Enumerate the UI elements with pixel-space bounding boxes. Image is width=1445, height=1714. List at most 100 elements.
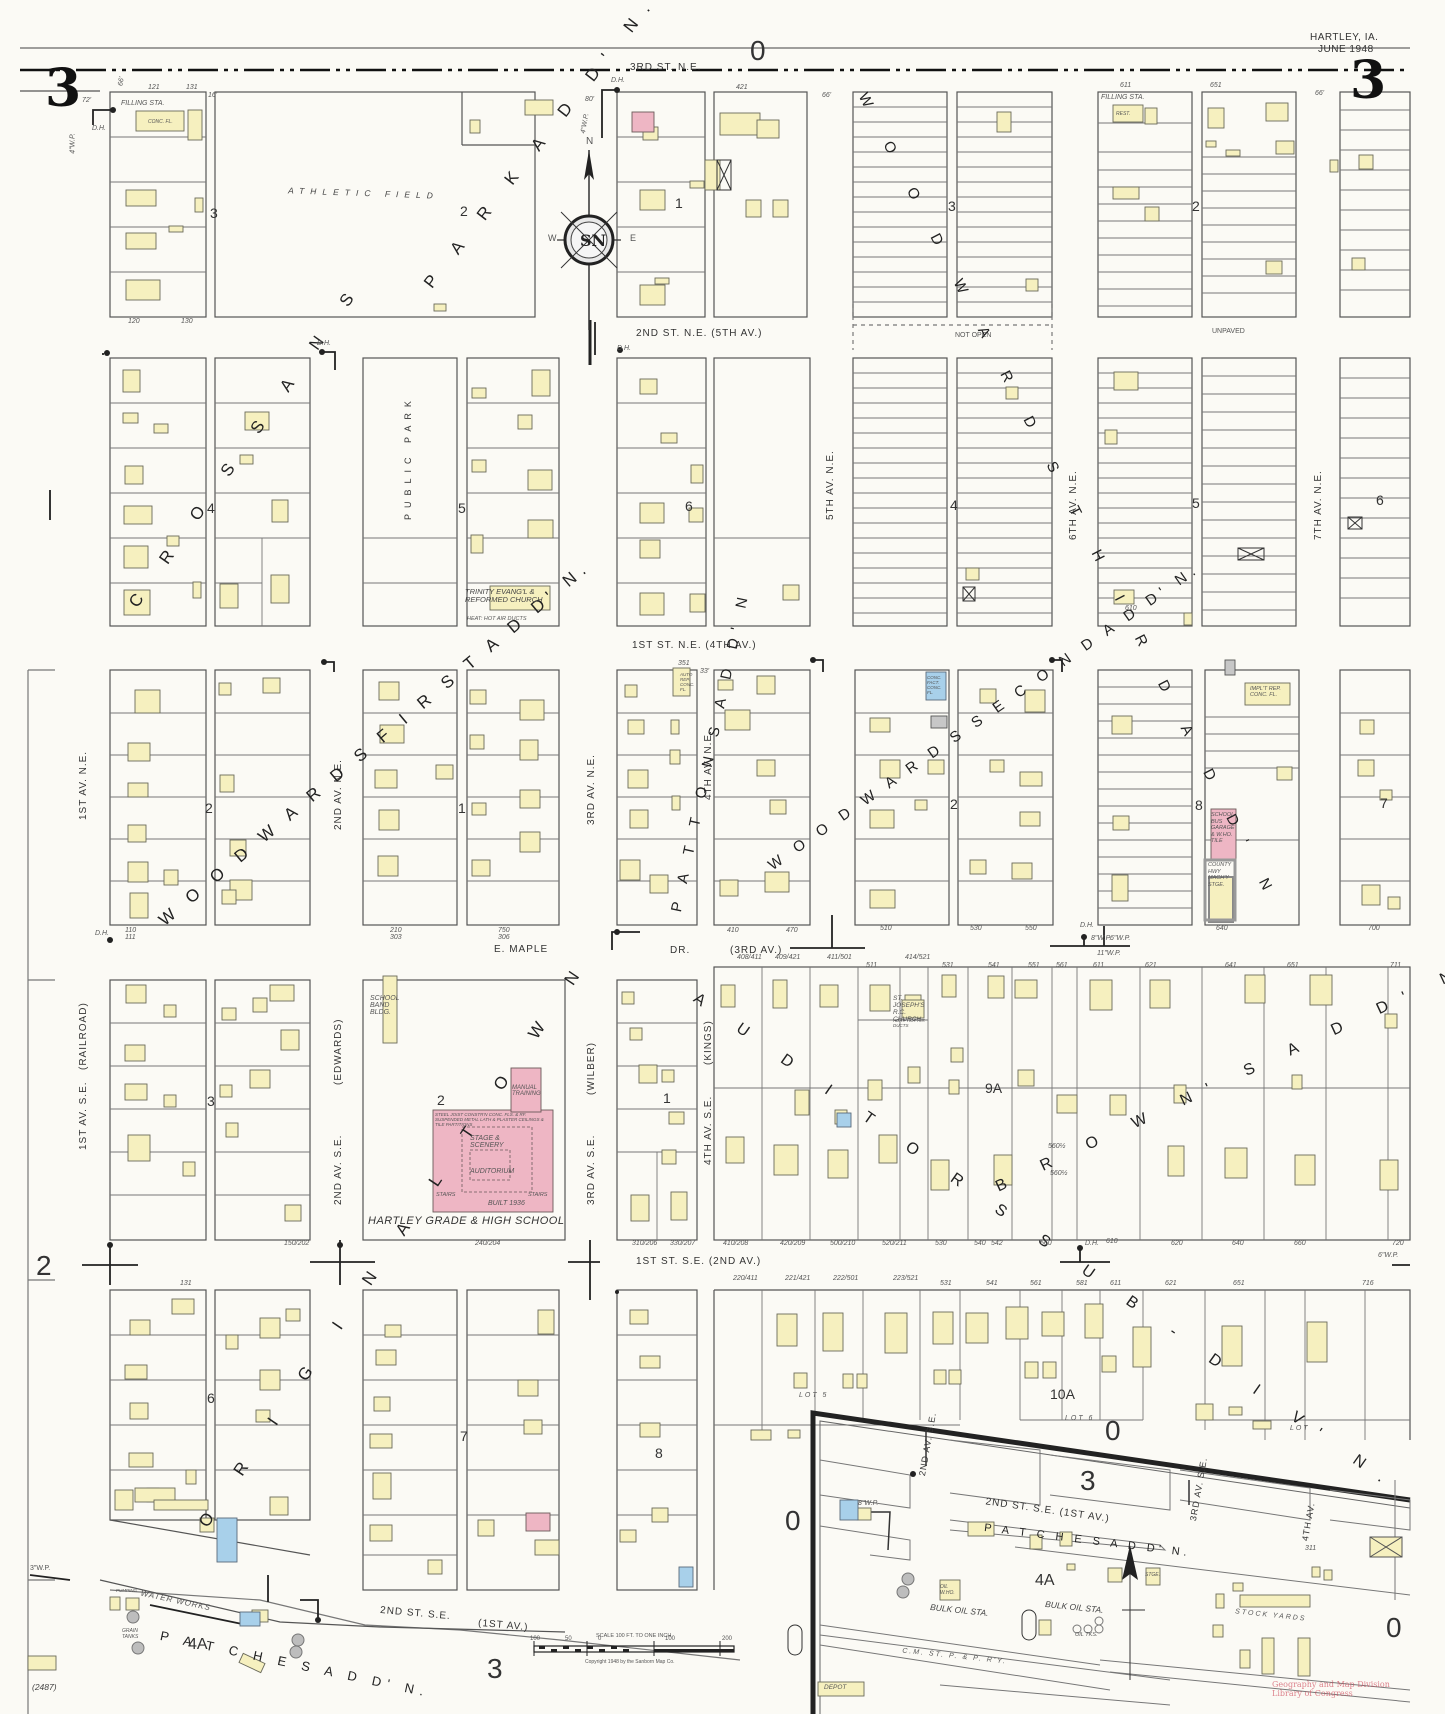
address-number: 611 bbox=[1110, 1280, 1122, 1287]
address-number: 541 bbox=[988, 962, 1000, 969]
landmark-st-josephs-note: HEAT: HOT AIR DUCTS bbox=[893, 1018, 925, 1028]
block-number: 7 bbox=[1380, 795, 1388, 811]
landmark-school-built: BUILT 1936 bbox=[488, 1200, 525, 1207]
copyright: Copyright 1948 by the Sanborn Map Co. bbox=[585, 1659, 675, 1665]
street-kings: (KINGS) bbox=[703, 1020, 714, 1065]
address-number: 651 bbox=[1210, 82, 1222, 89]
street-unpaved: UNPAVED bbox=[1212, 328, 1245, 335]
address-number: 621 bbox=[1165, 1280, 1177, 1287]
landmark-filling-sta-1: FILLING STA. bbox=[121, 100, 165, 107]
street-3rd-av-ne: 3RD AV. N.E. bbox=[586, 754, 597, 825]
adjacent-sheet-0-top: 0 bbox=[750, 35, 766, 66]
landmark-trinity-church: TRINITY EVANG'L & REFORMED CHURCH bbox=[465, 587, 543, 604]
hydrant-label: D.H. bbox=[92, 125, 106, 132]
water-main-label: 8"W.P. bbox=[858, 1500, 879, 1507]
adjacent-sheet-3-inset: 3 bbox=[1080, 1465, 1096, 1496]
street-width: 66' bbox=[822, 92, 832, 99]
landmark-lot: LOT bbox=[1290, 1425, 1310, 1432]
landmark-school: HARTLEY GRADE & HIGH SCHOOL bbox=[368, 1215, 565, 1227]
landmark-school-band: SCHOOL BAND BLDG. bbox=[370, 995, 400, 1016]
address-number: 310/206 bbox=[632, 1240, 658, 1247]
landmark-stairs-right: STAIRS bbox=[528, 1192, 548, 1198]
address-number: 410/208 bbox=[723, 1240, 749, 1247]
block-number: 2 bbox=[460, 203, 468, 219]
street-edwards: (EDWARDS) bbox=[333, 1018, 344, 1085]
landmark-implt-rep: IMPL'T REP. CONC. FL. bbox=[1250, 686, 1281, 698]
address-number: 221/421 bbox=[785, 1275, 811, 1282]
address-number: 651 bbox=[1233, 1280, 1245, 1287]
block-number: 3 bbox=[207, 1093, 215, 1109]
address-number: 511 bbox=[866, 962, 878, 969]
hydrant-label: D.H. bbox=[95, 930, 109, 937]
address-number: 510 bbox=[880, 925, 892, 932]
address-number: 551 bbox=[1028, 962, 1040, 969]
water-main-label: 3"W.P. bbox=[30, 1565, 51, 1572]
address-number: 409/421 bbox=[775, 954, 801, 961]
street-2nd-av-se: 2ND AV. S.E. bbox=[333, 1134, 344, 1205]
street-1st-st-se: 1ST ST. S.E. (2ND AV.) bbox=[636, 1256, 762, 1267]
block-number: 4A bbox=[1035, 1572, 1055, 1589]
address-number: 420/209 bbox=[780, 1240, 806, 1247]
water-main-label: 8"W.P. bbox=[1091, 935, 1112, 942]
street-3rd-av-paren: (3RD AV.) bbox=[730, 945, 783, 956]
street-5th-av-ne: 5TH AV. N.E. bbox=[825, 450, 836, 520]
address-number: 621 bbox=[1145, 962, 1157, 969]
address-number: 716 bbox=[1362, 1280, 1374, 1287]
block-number: 5 bbox=[458, 500, 466, 516]
hydrant-label: D.H. bbox=[611, 77, 625, 84]
street-1st-av-ne: 1ST AV. N.E. bbox=[78, 750, 89, 820]
block-number: 6 bbox=[1376, 492, 1384, 508]
hydrant-label: D.H. bbox=[1085, 1240, 1099, 1247]
catalog-id: (2487) bbox=[32, 1682, 57, 1692]
landmark-conc-fact: CONC. FACT. CONC. FL. bbox=[927, 675, 942, 695]
compass-west-label: W bbox=[548, 233, 557, 243]
address-number: 641 bbox=[1225, 962, 1237, 969]
address-number: 581 bbox=[1076, 1280, 1088, 1287]
scale-tick: 0 bbox=[598, 1636, 602, 1642]
street-width: 33' bbox=[700, 668, 710, 675]
address-number: 311 bbox=[1305, 1545, 1317, 1552]
landmark-conc-fl: CONC. FL. bbox=[148, 119, 173, 125]
compass-north-label: N bbox=[586, 136, 594, 147]
block-number: 4 bbox=[950, 497, 958, 513]
adjacent-sheet-0-left-inset: 0 bbox=[785, 1505, 801, 1536]
address-number: 540 bbox=[974, 1240, 986, 1247]
block-number: 2 bbox=[1192, 198, 1200, 214]
address-number: 530 bbox=[935, 1240, 947, 1247]
block-number: 1 bbox=[663, 1090, 671, 1106]
scale-tick: 100 bbox=[530, 1636, 541, 1642]
address-number: 541 bbox=[986, 1280, 998, 1287]
scale-title: SCALE 100 FT. TO ONE INCH bbox=[596, 1633, 672, 1639]
landmark-pumping: PUMPING bbox=[116, 1588, 138, 1593]
scale-tick: 50 bbox=[565, 1636, 572, 1642]
block-number: 2 bbox=[950, 796, 958, 812]
address-number: 414/521 bbox=[905, 954, 931, 961]
address-number: 611 bbox=[1120, 82, 1132, 89]
address-number: 561 bbox=[1030, 1280, 1042, 1287]
block-number: 4 bbox=[207, 500, 215, 516]
header-date: JUNE 1948 bbox=[1318, 44, 1374, 55]
address-number: 520/211 bbox=[882, 1240, 907, 1247]
water-main-label: 11"W.P. bbox=[1097, 950, 1121, 957]
address-number: 560½ bbox=[1048, 1143, 1066, 1150]
block-number: 7 bbox=[460, 1428, 468, 1444]
address-number: 130 bbox=[181, 318, 193, 325]
block-number: 1 bbox=[675, 195, 683, 211]
address-number: 550 bbox=[1025, 925, 1037, 932]
address-number: 303 bbox=[390, 934, 402, 941]
water-main-label: 6"W.P. bbox=[1378, 1252, 1399, 1259]
address-number: 220/411 bbox=[733, 1275, 758, 1282]
scale-tick: 200 bbox=[722, 1636, 733, 1642]
address-number: 131 bbox=[186, 84, 198, 91]
block-number: 5 bbox=[1192, 495, 1200, 511]
address-number: 640 bbox=[1232, 1240, 1244, 1247]
street-e-maple-dr: DR. bbox=[670, 945, 691, 956]
address-number: 711 bbox=[1390, 962, 1402, 969]
address-number: 410 bbox=[727, 927, 739, 934]
block-number: 3 bbox=[948, 198, 956, 214]
landmark-stairs-left: STAIRS bbox=[436, 1192, 456, 1198]
street-7th-av-ne: 7TH AV. N.E. bbox=[1313, 470, 1324, 540]
block-number: 8 bbox=[1195, 797, 1203, 813]
library-stamp: Geography and Map Division Library of Co… bbox=[1272, 1680, 1390, 1698]
stamp-line-2: Library of Congress bbox=[1272, 1689, 1353, 1698]
